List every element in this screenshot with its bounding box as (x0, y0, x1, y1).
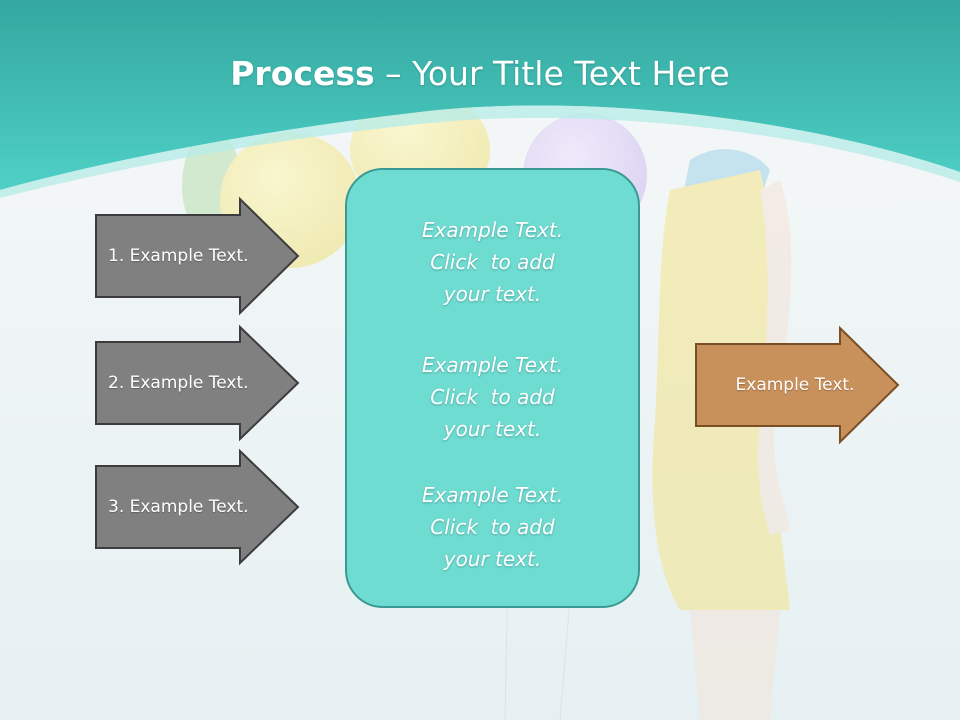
output-arrow[interactable]: Example Text. (695, 325, 900, 445)
process-line: Click to add (430, 385, 555, 409)
process-line: your text. (443, 282, 542, 306)
process-line: Example Text. (421, 483, 564, 507)
input-arrow-label: 2. Example Text. (108, 373, 249, 393)
input-arrow-shape (95, 196, 300, 316)
input-arrow-label: 1. Example Text. (108, 246, 249, 266)
process-text-3: Example Text. Click to add your text. (347, 479, 638, 575)
header-highlight-curve (0, 105, 960, 198)
slide-title: Process – Your Title Text Here (0, 52, 960, 96)
process-line: Example Text. (421, 353, 564, 377)
process-line: Click to add (430, 250, 555, 274)
output-arrow-shape (695, 325, 900, 445)
input-arrow-shape (95, 324, 300, 442)
process-line: Click to add (430, 515, 555, 539)
output-arrow-label: Example Text. (735, 375, 855, 395)
process-text-1: Example Text. Click to add your text. (347, 214, 638, 310)
process-line: your text. (443, 417, 542, 441)
title-bold: Process (230, 54, 375, 93)
process-line: your text. (443, 547, 542, 571)
process-box[interactable]: Example Text. Click to add your text. Ex… (345, 168, 640, 608)
header-band (0, 0, 960, 190)
input-arrow-2[interactable]: 2. Example Text. (95, 324, 300, 442)
input-arrow-3[interactable]: 3. Example Text. (95, 448, 300, 566)
input-arrow-1[interactable]: 1. Example Text. (95, 196, 300, 316)
input-arrow-shape (95, 448, 300, 566)
process-line: Example Text. (421, 218, 564, 242)
title-rest: – Your Title Text Here (374, 54, 730, 93)
process-text-2: Example Text. Click to add your text. (347, 349, 638, 445)
input-arrow-label: 3. Example Text. (108, 497, 249, 517)
